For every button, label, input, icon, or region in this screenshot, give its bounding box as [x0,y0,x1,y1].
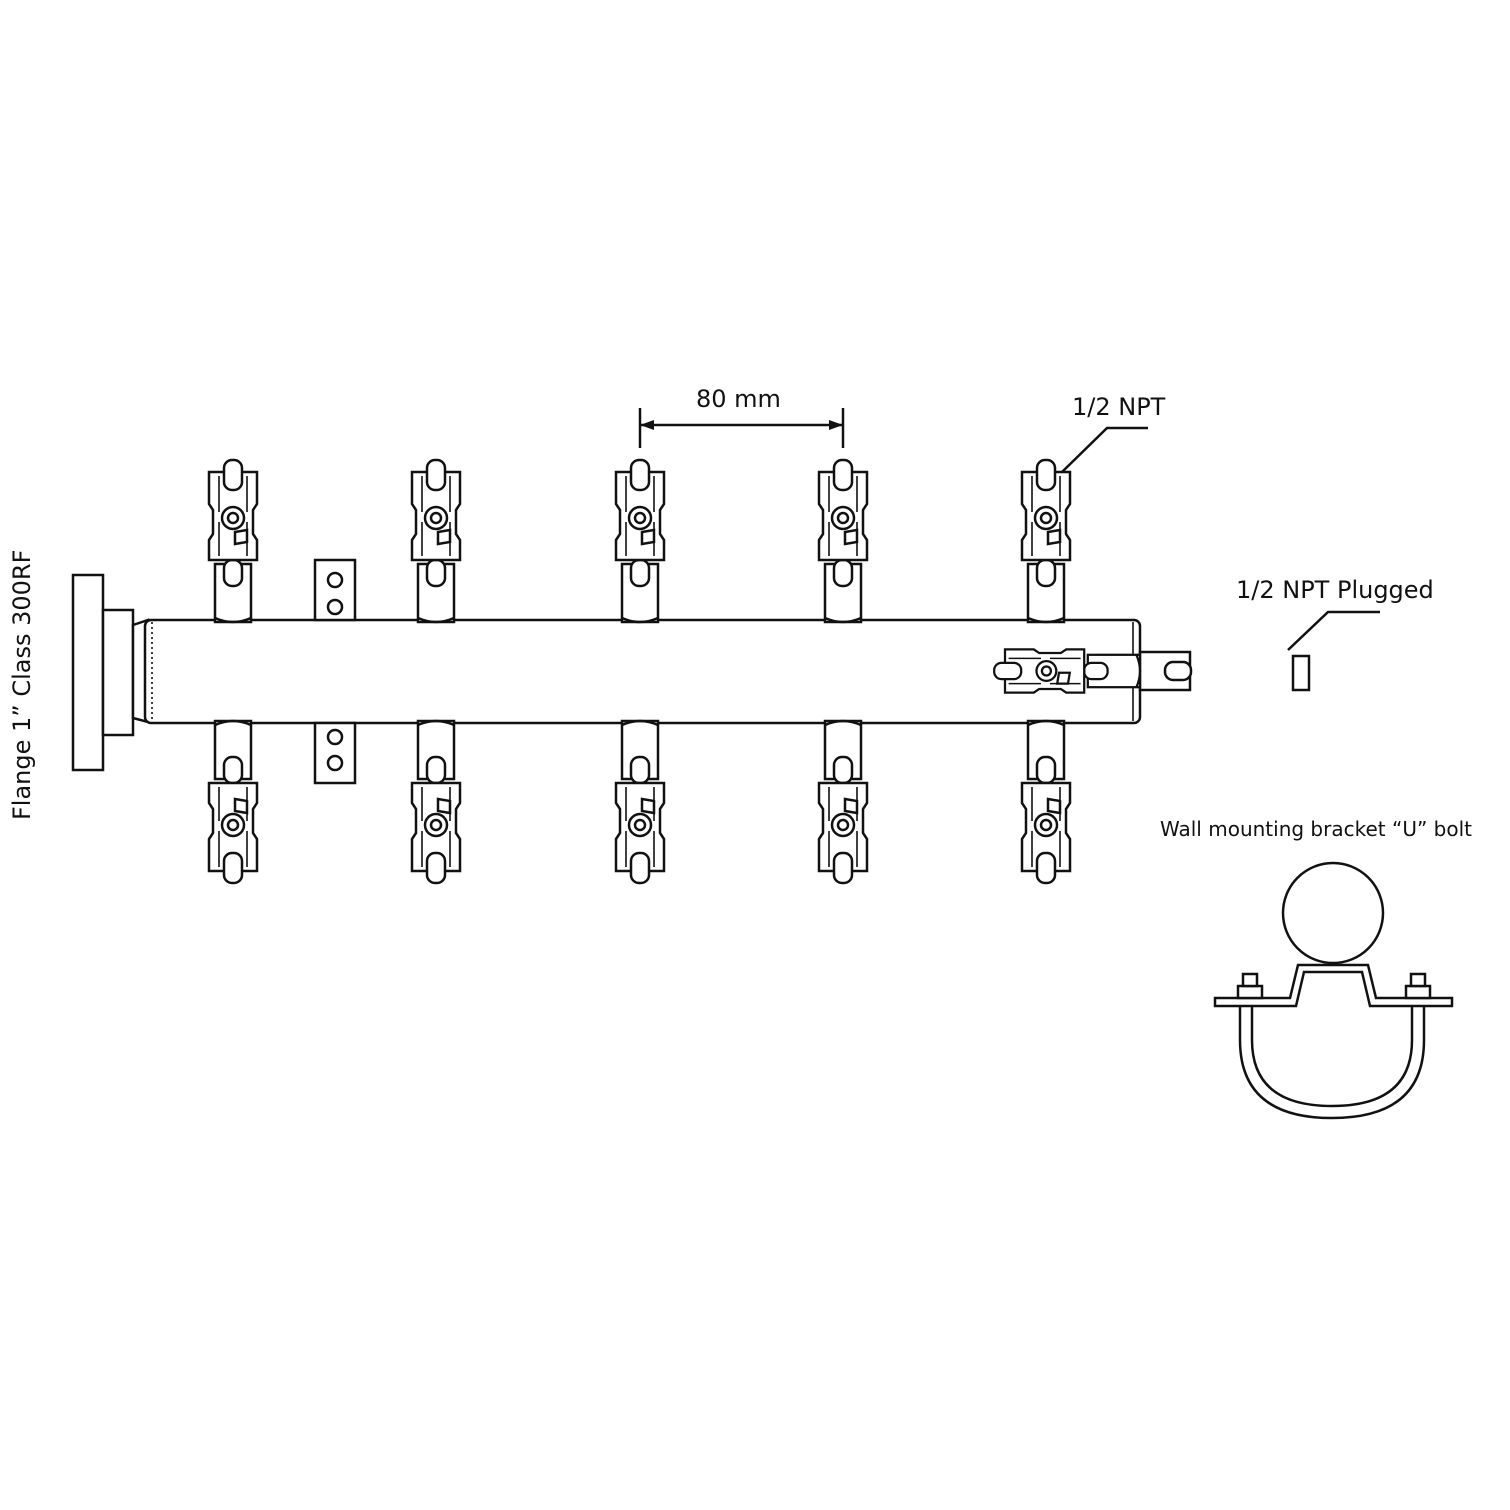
valve-bottom-5 [1020,719,1072,885]
plugged-label: 1/2 NPT Plugged [1236,576,1434,604]
valve-top-1 [207,458,259,624]
mounting-plate-top [313,558,357,622]
bracket-label: Wall mounting bracket “U” bolt [1160,817,1472,841]
port-label: 1/2 NPT [1072,393,1166,421]
header-pipe [143,618,1142,725]
flange-label: Flange 1” Class 300RF [8,550,36,820]
flange [71,573,150,772]
valve-top-5 [1020,458,1072,624]
valve-top-3 [614,458,666,624]
mounting-plate-bottom [313,721,357,785]
spacing-dimension [638,408,845,448]
spacing-label: 80 mm [696,385,781,413]
valve-bottom-2 [410,719,462,885]
valve-top-4 [817,458,869,624]
plugged-leader [1287,610,1380,651]
valve-bottom-4 [817,719,869,885]
valve-bottom-1 [207,719,259,885]
port-leader [1061,426,1148,473]
valve-bottom-3 [614,719,666,885]
u-bolt-bracket [1213,861,1454,1120]
end-plugged-valve [993,648,1311,694]
valve-top-2 [410,458,462,624]
